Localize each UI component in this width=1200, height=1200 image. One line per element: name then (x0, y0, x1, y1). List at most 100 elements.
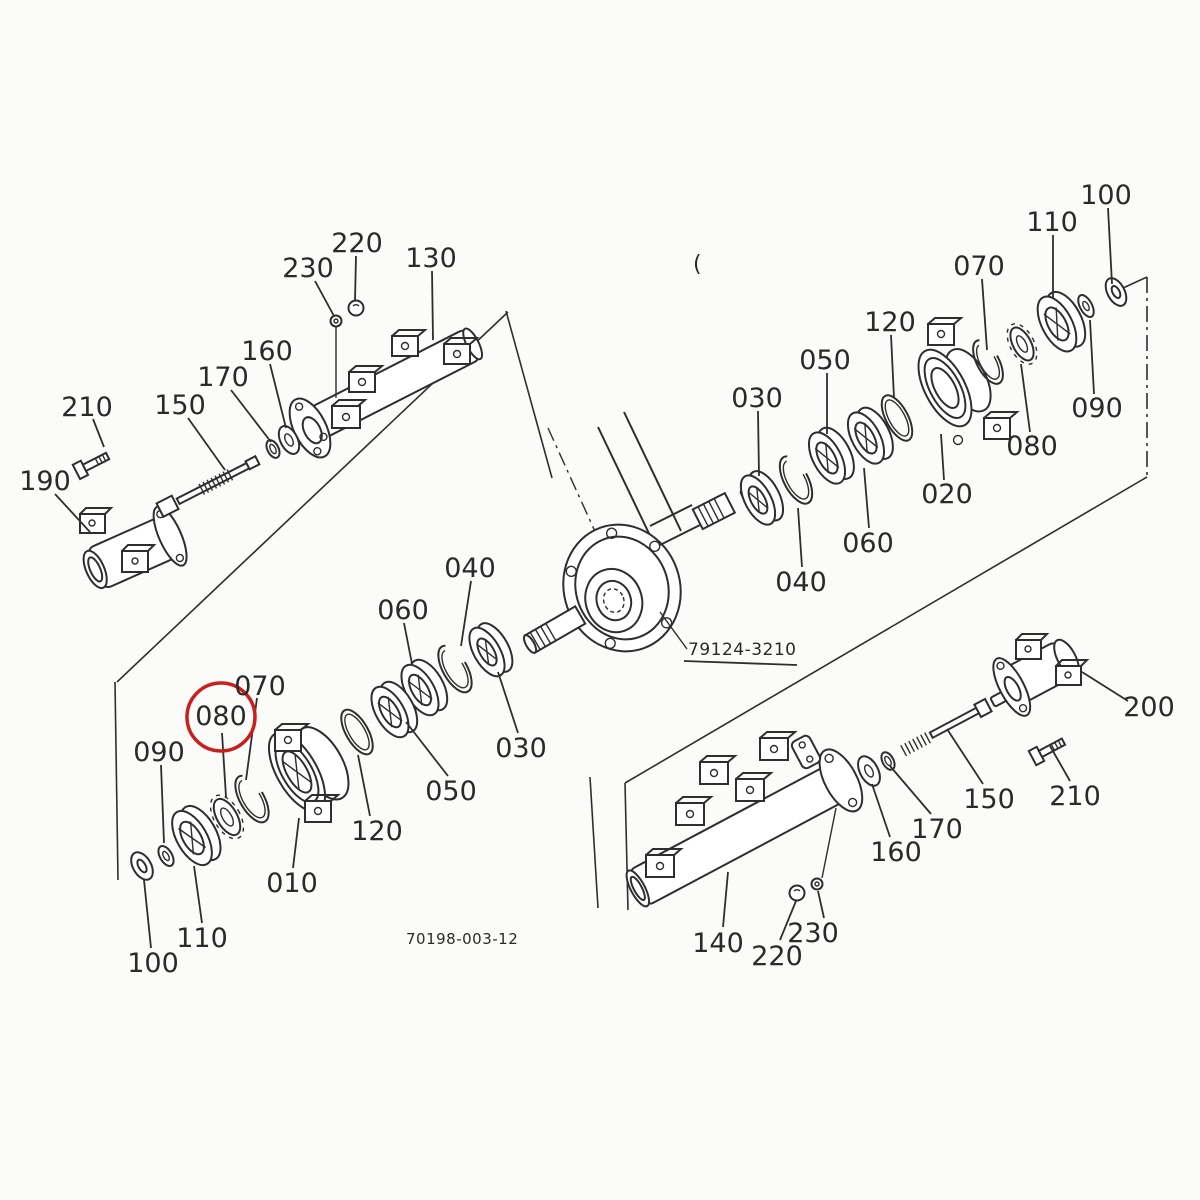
highlight-circle-080 (185, 681, 257, 753)
washer-160-topleft (277, 425, 301, 455)
mount-pad (645, 848, 684, 878)
nut-230-part (810, 877, 824, 891)
washer-160-bottomright (857, 755, 881, 787)
mount-pad (443, 337, 480, 365)
bearing-050-right (807, 426, 855, 485)
callout-110-center: 110 (176, 923, 228, 954)
tie-rod-150-bottomright (900, 691, 1007, 757)
ear-bracket (790, 734, 822, 770)
shaft-assembly-code: 79124-3210 (688, 640, 796, 660)
callout-030-topright: 030 (731, 383, 783, 414)
callout-140: 140 (692, 928, 744, 959)
washer-090-right (1077, 294, 1095, 318)
callout-070-center: 070 (234, 671, 286, 702)
callout-150-topleft: 150 (154, 390, 206, 421)
callout-030-center: 030 (495, 733, 547, 764)
axle-support-assembly-130 (288, 299, 484, 459)
callout-120-topright: 120 (864, 307, 916, 338)
callout-130: 130 (405, 243, 457, 274)
callout-210-bottomright: 210 (1049, 781, 1101, 812)
sheet-code: 70198-003-12 (406, 930, 518, 948)
callout-190: 190 (19, 466, 71, 497)
callout-020: 020 (921, 479, 973, 510)
snap-ring-040-left (437, 644, 473, 694)
callout-090-center: 090 (133, 737, 185, 768)
callout-220-topleft: 220 (331, 228, 383, 259)
mount-pad (304, 794, 341, 823)
callout-090-topright: 090 (1071, 393, 1123, 424)
callout-170-bottomright: 170 (911, 814, 963, 845)
bearing-110-left (171, 804, 222, 867)
callout-110-topright: 110 (1026, 207, 1078, 238)
leader-lines (54, 207, 1129, 949)
callout-040-center: 040 (444, 553, 496, 584)
washer-090-left (157, 845, 175, 867)
callout-040-topright: 040 (775, 567, 827, 598)
snap-ring-070-left (234, 774, 270, 824)
callout-150-bottomright: 150 (963, 784, 1015, 815)
callout-170-topleft: 170 (197, 362, 249, 393)
callout-120-center: 120 (351, 816, 403, 847)
callout-010: 010 (266, 868, 318, 899)
bracket-assembly-200 (992, 633, 1090, 717)
mount-pad (121, 544, 157, 573)
washer-100-right (1104, 277, 1128, 307)
mount-pad (927, 317, 964, 346)
oring-120-left (340, 708, 374, 756)
mount-pad (391, 329, 428, 357)
callout-160-bottomright: 160 (870, 837, 922, 868)
bracket-assembly-190 (79, 505, 188, 590)
oring-120-right (880, 394, 914, 442)
ball-cage-080-right (1006, 323, 1038, 365)
snap-ring-070-right (972, 339, 1004, 385)
callout-220-bottomright: 220 (751, 941, 803, 972)
housing-010 (268, 723, 350, 823)
bearing-series-upper-right (739, 277, 1128, 526)
callout-060-topright: 060 (842, 528, 894, 559)
mount-pad (735, 772, 774, 802)
ball-cage-080-left (209, 794, 245, 840)
mount-pad (1055, 659, 1090, 686)
callout-210-topleft: 210 (61, 392, 113, 423)
callout-100-topright: 100 (1080, 180, 1132, 211)
bearing-110-right (1036, 290, 1087, 353)
callout-080-topright: 080 (1006, 431, 1058, 462)
callout-160-topleft: 160 (241, 336, 293, 367)
stray-mark: ( (693, 252, 702, 277)
mount-pad (983, 411, 1020, 440)
seal-030-right (739, 470, 785, 526)
tie-rod-150-topleft (155, 454, 261, 519)
seal-030-left (468, 622, 514, 678)
mount-pad (331, 399, 368, 429)
bearing-050-left (370, 680, 419, 739)
callout-230-topleft: 230 (282, 253, 334, 284)
housing-020 (917, 317, 1020, 446)
mount-pad (675, 796, 714, 826)
mount-pad (699, 755, 738, 785)
callout-100-center: 100 (127, 948, 179, 979)
callout-080-highlighted: 080 (195, 701, 247, 732)
mount-pad (274, 723, 311, 752)
bearing-060-left (400, 658, 449, 717)
nut-230-part (329, 314, 343, 328)
bearing-060-right (846, 406, 894, 465)
callout-050-topright: 050 (799, 345, 851, 376)
callout-060-center: 060 (377, 595, 429, 626)
nut-170-topleft (265, 439, 281, 459)
mount-pad (1015, 633, 1050, 660)
nut-220-part (788, 884, 806, 902)
washer-100-left (130, 851, 154, 881)
callout-230-bottomright: 230 (787, 918, 839, 949)
bolt-210-topleft (71, 451, 111, 481)
callout-200: 200 (1123, 692, 1175, 723)
bearing-series-lower-left (130, 622, 514, 881)
nut-220-part (347, 299, 365, 317)
mount-pad (759, 731, 798, 761)
snap-ring-040-right (778, 455, 814, 505)
callout-050-center: 050 (425, 776, 477, 807)
callout-070-topright: 070 (953, 251, 1005, 282)
mount-pad (348, 365, 385, 393)
axle-support-assembly-140 (625, 731, 864, 908)
